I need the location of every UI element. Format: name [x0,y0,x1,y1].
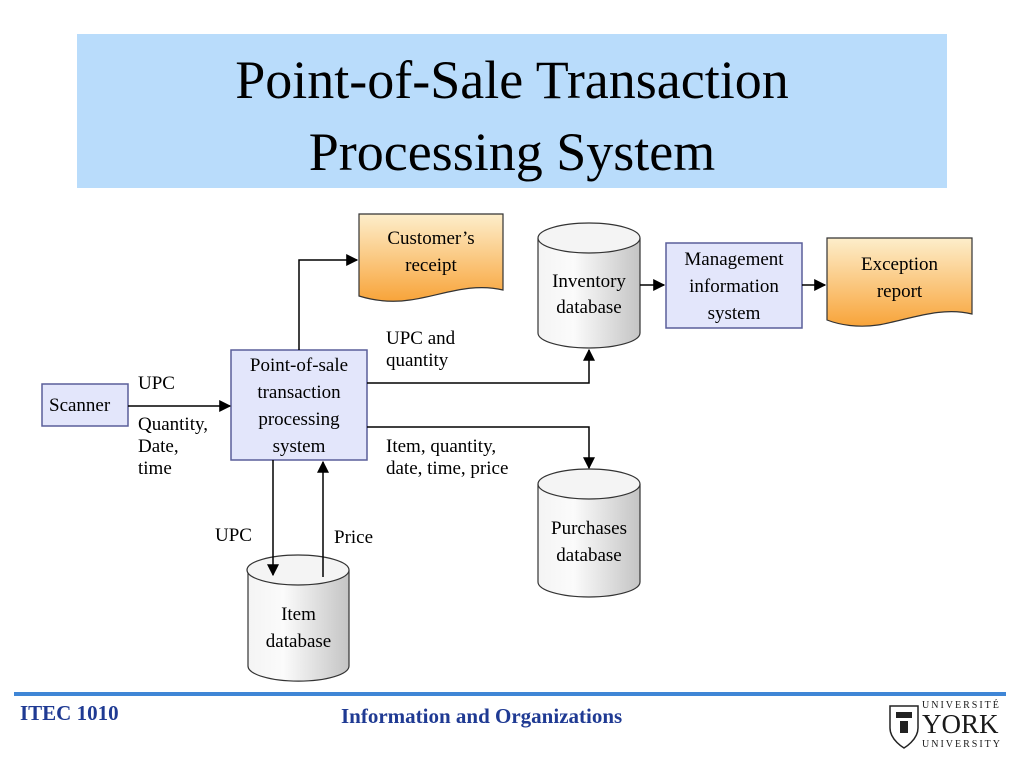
mis-label-line-1: Management [684,249,784,270]
arrow-pos-to-receipt [298,254,359,350]
scanner-label: Scanner [49,395,111,416]
title-line-2: Processing System [308,122,716,182]
edge-label-item-price: Price [334,527,374,548]
purchases-database-cylinder [537,468,641,598]
purchases-db-label-line-1: Purchases [551,518,627,539]
pos-label-line-1: Point-of-sale [249,355,349,376]
mis-label-line-3: system [707,303,761,324]
receipt-document [358,213,504,302]
edge-label-scanner-qdt: Quantity, Date, time [138,414,208,480]
receipt-label: Customer’s receipt [359,228,503,277]
pos-label-line-4: system [272,436,326,457]
footer-course: ITEC 1010 [20,701,119,725]
inventory-db-label-line-2: database [556,297,622,318]
title-line-1: Point-of-Sale Transaction [235,50,789,110]
edge-label-item-details: Item, quantity, date, time, price [386,436,508,480]
edge-label-upc-and-quantity-line-1: UPC and [386,328,456,349]
exception-document [826,237,973,327]
pos-label-line-3: processing [258,409,340,430]
edge-label-item-details-line-2: date, time, price [386,458,509,479]
exception-label-line-2: report [876,281,923,302]
purchases-db-label: Purchases database [538,518,640,567]
logo-main-text: YORK [922,709,999,739]
receipt-label-line-2: receipt [405,255,457,276]
scanner-box [41,383,129,427]
pos-box [230,349,368,461]
pos-label-line-2: transaction [257,382,341,403]
edge-label-scanner-qdt-line-3: time [138,458,172,479]
item-db-label-line-2: database [265,631,332,652]
item-db-label: Item database [248,604,349,653]
item-db-label-line-1: Item [281,604,316,625]
footer-subject: Information and Organizations [341,704,623,728]
exception-label: Exception report [827,254,972,303]
logo-bottom-text: UNIVERSITY [922,739,1002,750]
edge-label-scanner-upc: UPC [138,373,175,394]
pos-label: Point-of-sale transaction processing sys… [231,355,367,458]
footer-rule [14,692,1006,696]
york-crest-icon [889,705,919,749]
title-banner: Point-of-Sale Transaction Processing Sys… [77,34,947,188]
inventory-db-label-line-1: Inventory [552,271,626,292]
inventory-database-cylinder [537,222,641,349]
edge-label-scanner-qdt-line-1: Quantity, [138,414,209,435]
purchases-db-label-line-2: database [556,545,622,566]
edge-label-upc-and-quantity-line-2: quantity [386,350,449,371]
inventory-db-label: Inventory database [538,271,640,319]
arrow-pos-to-inventory [367,348,595,384]
mis-label: Management information system [666,249,802,325]
exception-label-line-1: Exception [860,254,939,275]
edge-label-scanner-qdt-line-2: Date, [138,436,179,457]
edge-label-item-details-line-1: Item, quantity, [386,436,497,457]
receipt-label-line-1: Customer’s [387,228,475,249]
logo-top-text: UNIVERSITÉ [922,700,1001,711]
edge-label-upc-and-quantity: UPC and quantity [386,328,455,372]
arrow-pos-to-purchases [367,426,595,470]
mis-label-line-2: information [689,276,779,297]
mis-box [665,242,803,329]
edge-label-item-upc: UPC [215,525,252,546]
